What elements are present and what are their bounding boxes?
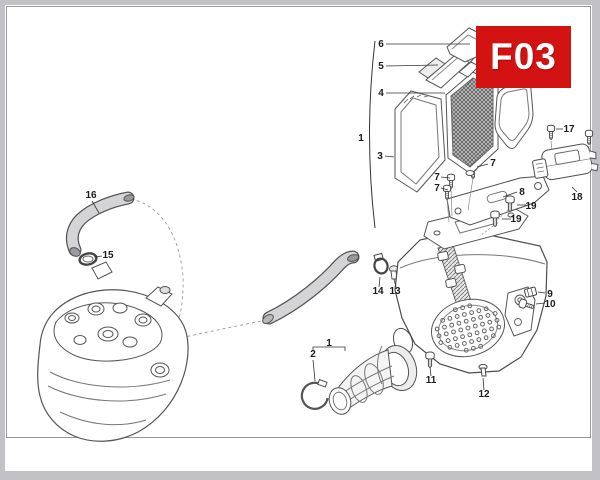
breather-hose-long (262, 250, 360, 325)
hose-clamp-14 (373, 252, 389, 275)
callout-label-7a: 7 (490, 158, 496, 169)
callout-label-18: 18 (571, 192, 583, 203)
callout-label-11: 11 (426, 375, 437, 386)
callout-label-2: 2 (310, 349, 316, 360)
callout-label-9: 9 (547, 289, 553, 300)
air-filter-element-4 (445, 61, 499, 176)
breather-hose-16 (65, 191, 135, 257)
section-code: F03 (490, 36, 557, 77)
callout-label-13: 13 (389, 286, 401, 297)
callout-label-4: 4 (378, 88, 384, 99)
callout-label-16: 16 (85, 190, 97, 201)
callout-label-3: 3 (377, 151, 383, 162)
vent-grid (431, 298, 505, 358)
drain-plug-12 (478, 363, 488, 377)
mounting-bracket-8 (446, 175, 550, 226)
callout-label-15: 15 (102, 250, 114, 261)
intake-funnel (328, 345, 418, 415)
callout-label-1b: 1 (326, 338, 332, 349)
callout-label-5: 5 (378, 61, 384, 72)
callout-label-8: 8 (519, 187, 525, 198)
hose-clamp-2 (300, 378, 329, 410)
callout-label-10: 10 (544, 299, 556, 310)
engine-illustration (37, 261, 189, 442)
callout-label-6: 6 (378, 39, 384, 50)
clip-9 (524, 286, 538, 298)
callout-label-17: 17 (563, 124, 575, 135)
callout-label-7b: 7 (434, 172, 440, 183)
ecu-module-18 (532, 143, 599, 181)
callout-leader-lines (91, 40, 578, 391)
callout-label-12: 12 (478, 389, 490, 400)
callout-labels: 1 6 5 4 3 7 7 7 8 19 19 17 18 9 10 16 15… (85, 39, 583, 400)
section-code-badge: F03 (476, 26, 571, 88)
callout-label-1: 1 (358, 133, 364, 144)
callout-label-7c: 7 (434, 183, 440, 194)
gasket-frame-3 (394, 90, 446, 193)
callout-label-14: 14 (372, 286, 384, 297)
callout-label-19b: 19 (510, 214, 522, 225)
hose-clamp-15 (78, 252, 98, 266)
callout-label-19a: 19 (525, 201, 537, 212)
